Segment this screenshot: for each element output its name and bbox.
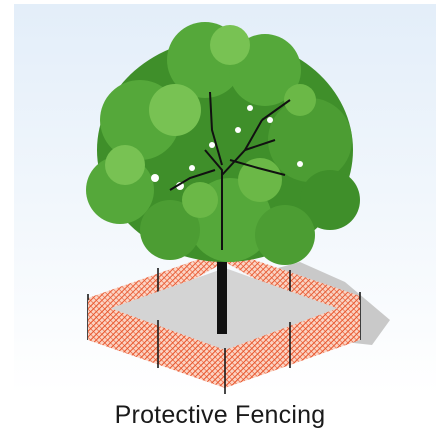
illustration-caption: Protective Fencing — [0, 400, 440, 430]
canopy-gap — [235, 127, 241, 133]
canopy-gap — [151, 174, 159, 182]
canopy-gap — [267, 117, 273, 123]
canopy-gap — [209, 142, 215, 148]
tree-trunk — [217, 250, 227, 334]
canopy-gap — [247, 105, 253, 111]
canopy-gap — [189, 165, 195, 171]
canopy-highlight — [105, 145, 145, 185]
canopy-highlight — [182, 182, 218, 218]
canopy-gap — [297, 161, 303, 167]
canopy-highlight — [210, 25, 250, 65]
canopy-highlight — [149, 84, 201, 136]
canopy-lobe — [255, 205, 315, 265]
